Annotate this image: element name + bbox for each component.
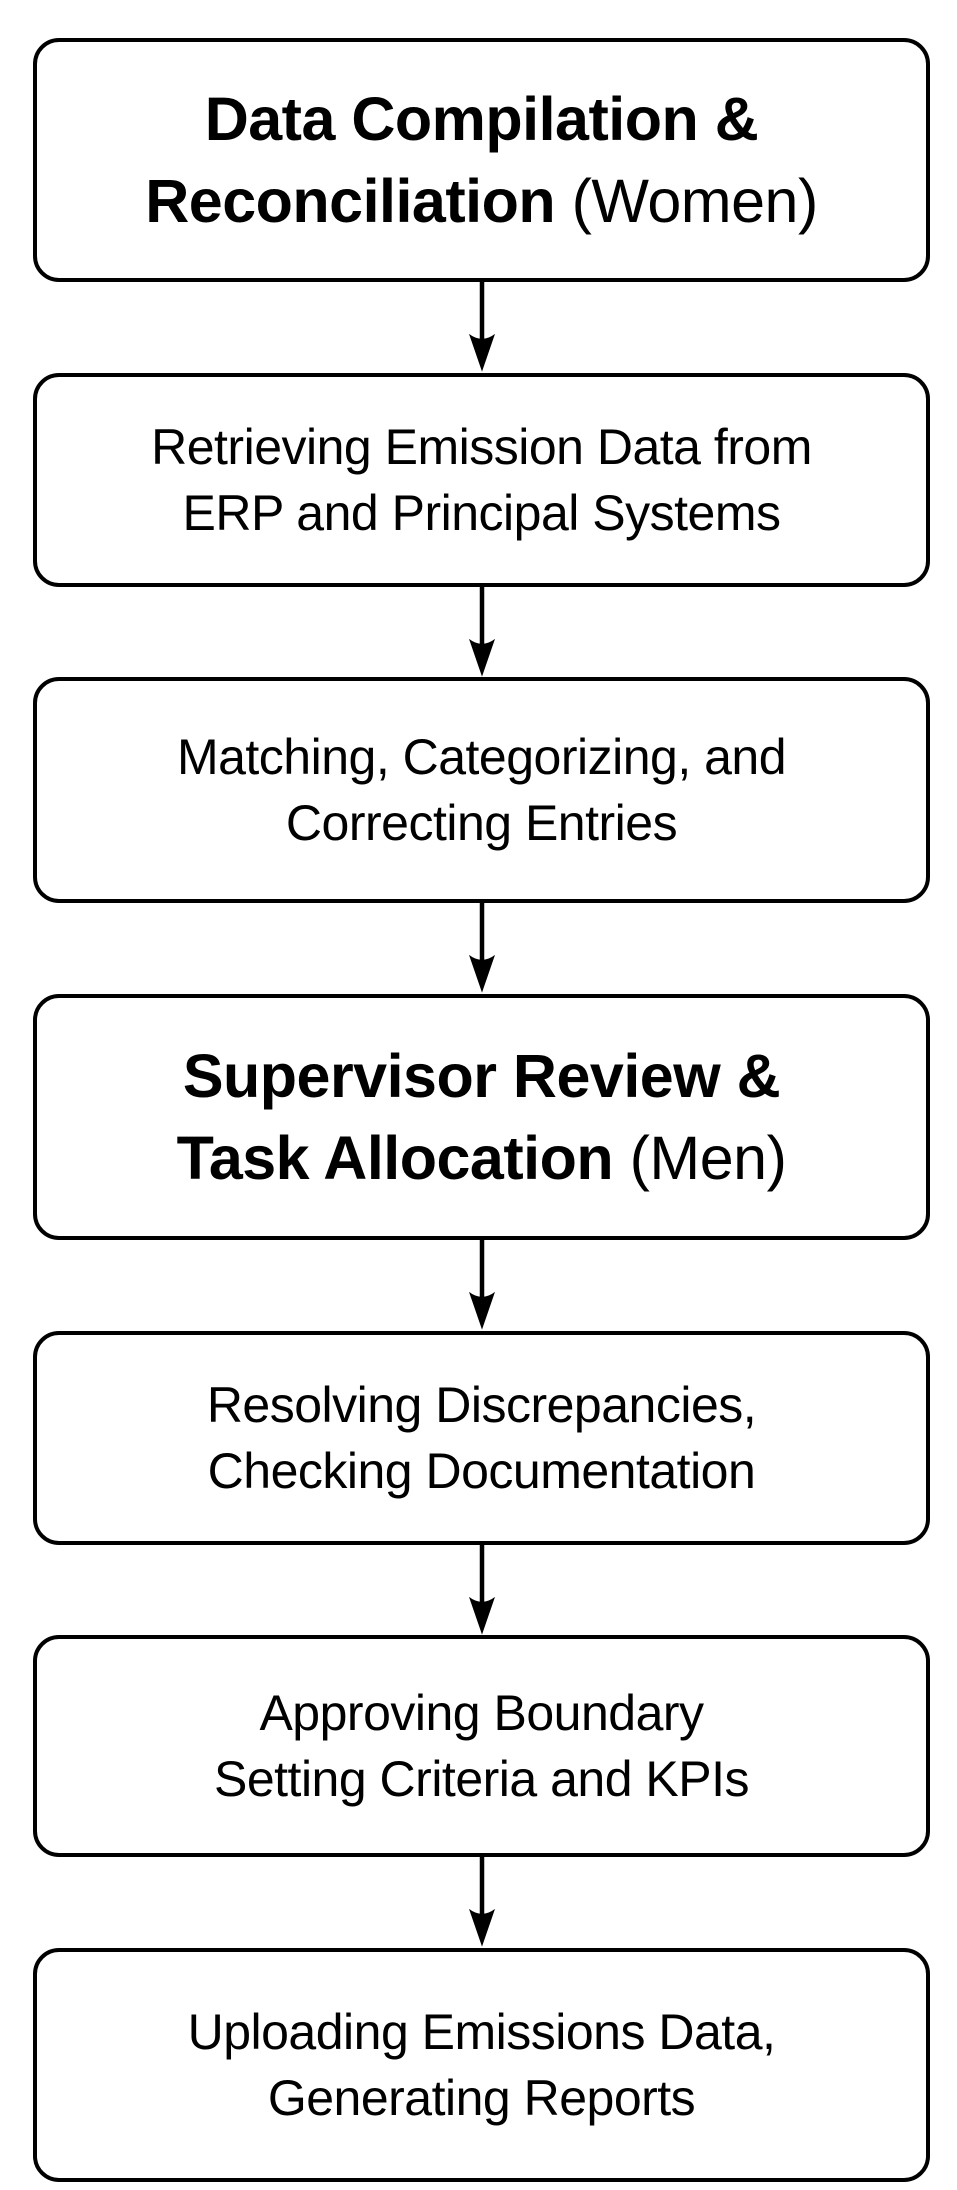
step-text: Approving Boundary Setting Criteria and …: [214, 1680, 750, 1812]
step-box-retrieving-emission-data: Retrieving Emission Data from ERP and Pr…: [33, 372, 930, 587]
step-text-line1: Retrieving Emission Data from: [151, 418, 812, 475]
step-text-line1: Approving Boundary: [259, 1685, 704, 1742]
step-text-line2: Task Allocation (Men): [177, 1117, 787, 1199]
step-text-line2: Generating Reports: [267, 2070, 696, 2127]
flow-connector: [33, 1240, 930, 1331]
step-text: Supervisor Review & Task Allocation (Men…: [177, 1035, 787, 1199]
step-text-line2-bold: Reconciliation: [145, 167, 556, 235]
step-box-approving-boundary: Approving Boundary Setting Criteria and …: [33, 1635, 930, 1858]
flow-connector: [33, 903, 930, 994]
step-text-line2-bold: Task Allocation: [176, 1124, 614, 1193]
step-text-line2: Setting Criteria and KPIs: [214, 1751, 750, 1808]
step-box-uploading-emissions-data: Uploading Emissions Data, Generating Rep…: [33, 1948, 930, 2183]
step-box-supervisor-review: Supervisor Review & Task Allocation (Men…: [33, 994, 930, 1241]
step-text-line1: Data Compilation &: [204, 85, 759, 153]
step-text-line2: ERP and Principal Systems: [182, 484, 781, 541]
down-arrow-icon: [468, 586, 495, 677]
down-arrow-icon: [468, 1857, 495, 1948]
step-text: Data Compilation & Reconciliation (Women…: [145, 78, 818, 242]
step-actor-label: (Women): [555, 167, 819, 235]
step-box-matching-categorizing: Matching, Categorizing, and Correcting E…: [33, 677, 930, 904]
flow-connector: [33, 586, 930, 678]
down-arrow-icon: [468, 1240, 495, 1330]
flow-connector: [33, 282, 930, 373]
down-arrow-icon: [468, 903, 495, 994]
step-text: Retrieving Emission Data from ERP and Pr…: [151, 414, 812, 546]
step-text-line1: Supervisor Review &: [182, 1042, 781, 1111]
down-arrow-icon: [468, 282, 495, 372]
step-text: Matching, Categorizing, and Correcting E…: [176, 724, 787, 856]
step-text-line1: Uploading Emissions Data,: [187, 2004, 776, 2061]
step-text-line2: Reconciliation (Women): [145, 160, 818, 242]
step-text: Uploading Emissions Data, Generating Rep…: [188, 1999, 776, 2131]
step-text-line2: Checking Documentation: [207, 1442, 756, 1499]
step-box-data-compilation: Data Compilation & Reconciliation (Women…: [33, 38, 930, 282]
step-box-resolving-discrepancies: Resolving Discrepancies, Checking Docume…: [33, 1330, 930, 1545]
flow-connector: [33, 1544, 930, 1636]
step-text-line2: Correcting Entries: [285, 795, 678, 852]
step-text-line1: Matching, Categorizing, and: [176, 729, 787, 786]
step-actor-label: (Men): [613, 1124, 787, 1193]
step-text: Resolving Discrepancies, Checking Docume…: [206, 1372, 757, 1504]
down-arrow-icon: [468, 1544, 495, 1635]
flow-connector: [33, 1857, 930, 1948]
step-text-line1: Resolving Discrepancies,: [206, 1376, 757, 1433]
